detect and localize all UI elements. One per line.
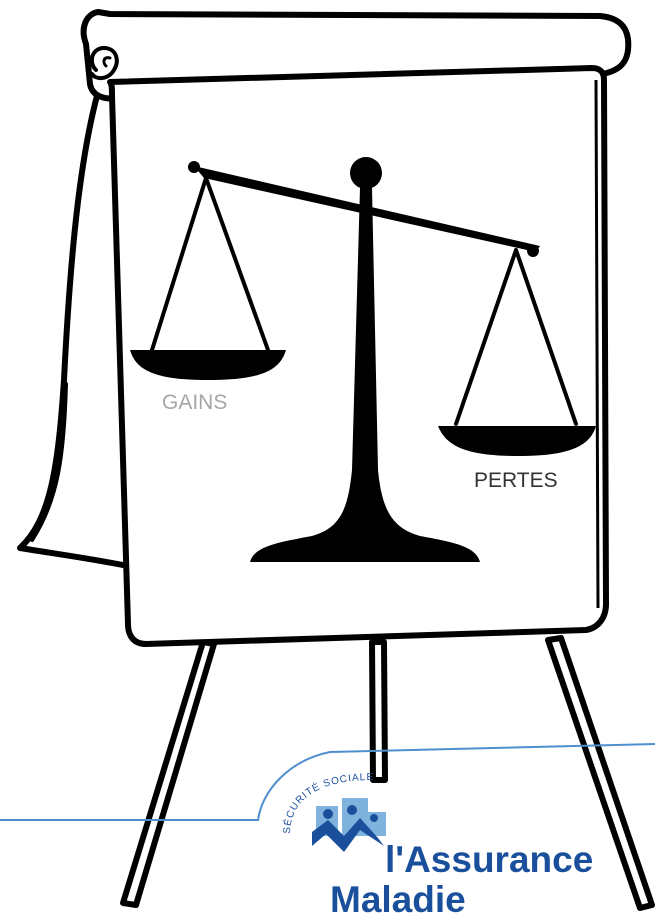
- scale-beam-right-knob: [527, 245, 539, 257]
- scale-right-pan: [438, 426, 596, 456]
- scale-top-knob: [350, 157, 382, 189]
- scale-left-string-b: [204, 176, 270, 352]
- scale-pillar: [250, 188, 480, 562]
- scale-right-string-b: [514, 248, 578, 426]
- scale-right-string-a: [454, 248, 518, 426]
- logo-line-2: Maladie: [330, 879, 466, 920]
- assurance-maladie-logo: SÉCURITÉ SOCIALE l'Assurance Maladie: [0, 743, 655, 920]
- gains-label: GAINS: [162, 391, 227, 414]
- easel-backsheet: [17, 63, 133, 569]
- logo-line-1: l'Assurance: [385, 839, 593, 880]
- logo-swoosh-line: [0, 743, 655, 821]
- easel-center-leg: [369, 639, 388, 783]
- scale-left-string-a: [150, 176, 208, 352]
- easel-left-leg: [120, 639, 217, 908]
- family-figures-icon: [312, 798, 386, 852]
- scale-left-pan: [130, 350, 286, 380]
- balance-scale-icon: [130, 157, 596, 562]
- pertes-label: PERTES: [474, 469, 558, 492]
- easel-right-leg: [545, 635, 655, 911]
- scale-beam-left-knob: [188, 161, 200, 173]
